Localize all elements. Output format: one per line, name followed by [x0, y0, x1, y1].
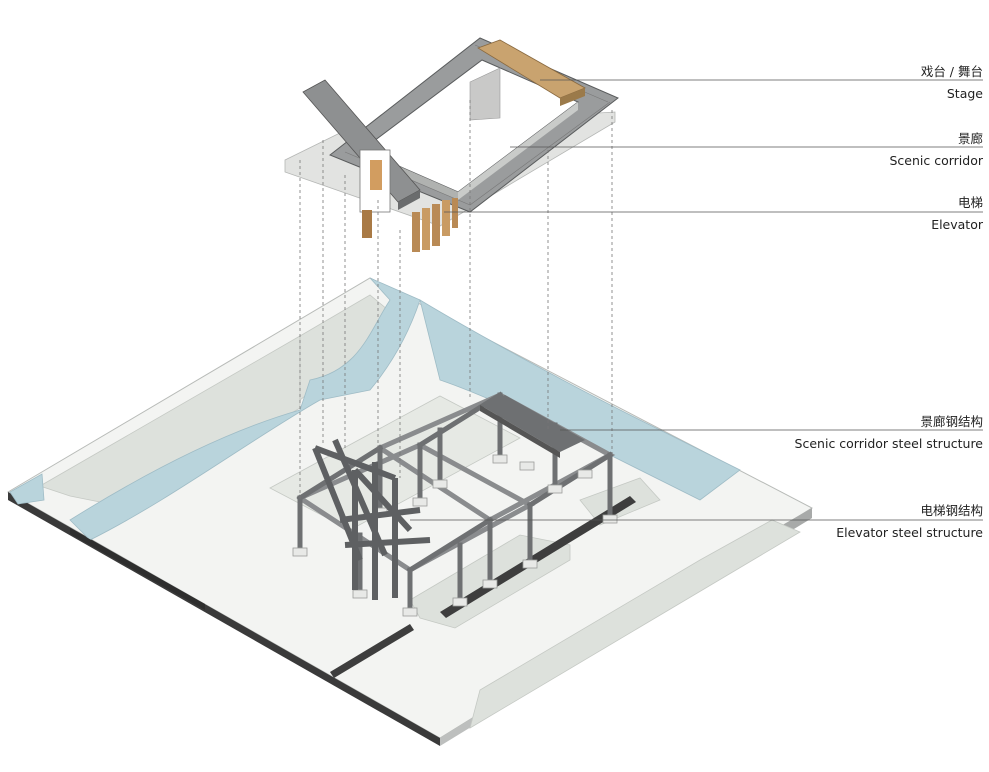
elevator-steel-structure: [312, 438, 431, 600]
elevator-label-en: Elevator: [931, 217, 983, 232]
water-channel: [9, 277, 741, 541]
elevator-label-zh: 电梯: [957, 195, 983, 210]
elevator-label: 电梯 Elevator: [931, 195, 983, 233]
stage-label-zh: 戏台 / 舞台: [920, 64, 983, 79]
elevator-steel-label-en: Elevator steel structure: [836, 525, 983, 540]
stage-label: 戏台 / 舞台 Stage: [921, 64, 983, 102]
scenic-corridor-label-en: Scenic corridor: [889, 153, 983, 168]
corridor-steel-label-en: Scenic corridor steel structure: [794, 436, 983, 451]
corridor-roof-deck: [480, 395, 585, 458]
scenic-corridor-label-zh: 景廊: [957, 131, 983, 146]
corridor-steel-label-zh: 景廊钢结构: [920, 414, 983, 429]
scenic-corridor-label: 景廊 Scenic corridor: [889, 131, 983, 169]
stage-label-en: Stage: [946, 86, 983, 101]
elevator-core: [359, 149, 458, 252]
elevator-steel-label: 电梯钢结构 Elevator steel structure: [836, 503, 983, 541]
projection-lines: [299, 100, 613, 500]
elevator-steel-label-zh: 电梯钢结构: [920, 503, 983, 518]
corridor-steel-label: 景廊钢结构 Scenic corridor steel structure: [795, 414, 983, 452]
leader-lines: [410, 79, 983, 521]
